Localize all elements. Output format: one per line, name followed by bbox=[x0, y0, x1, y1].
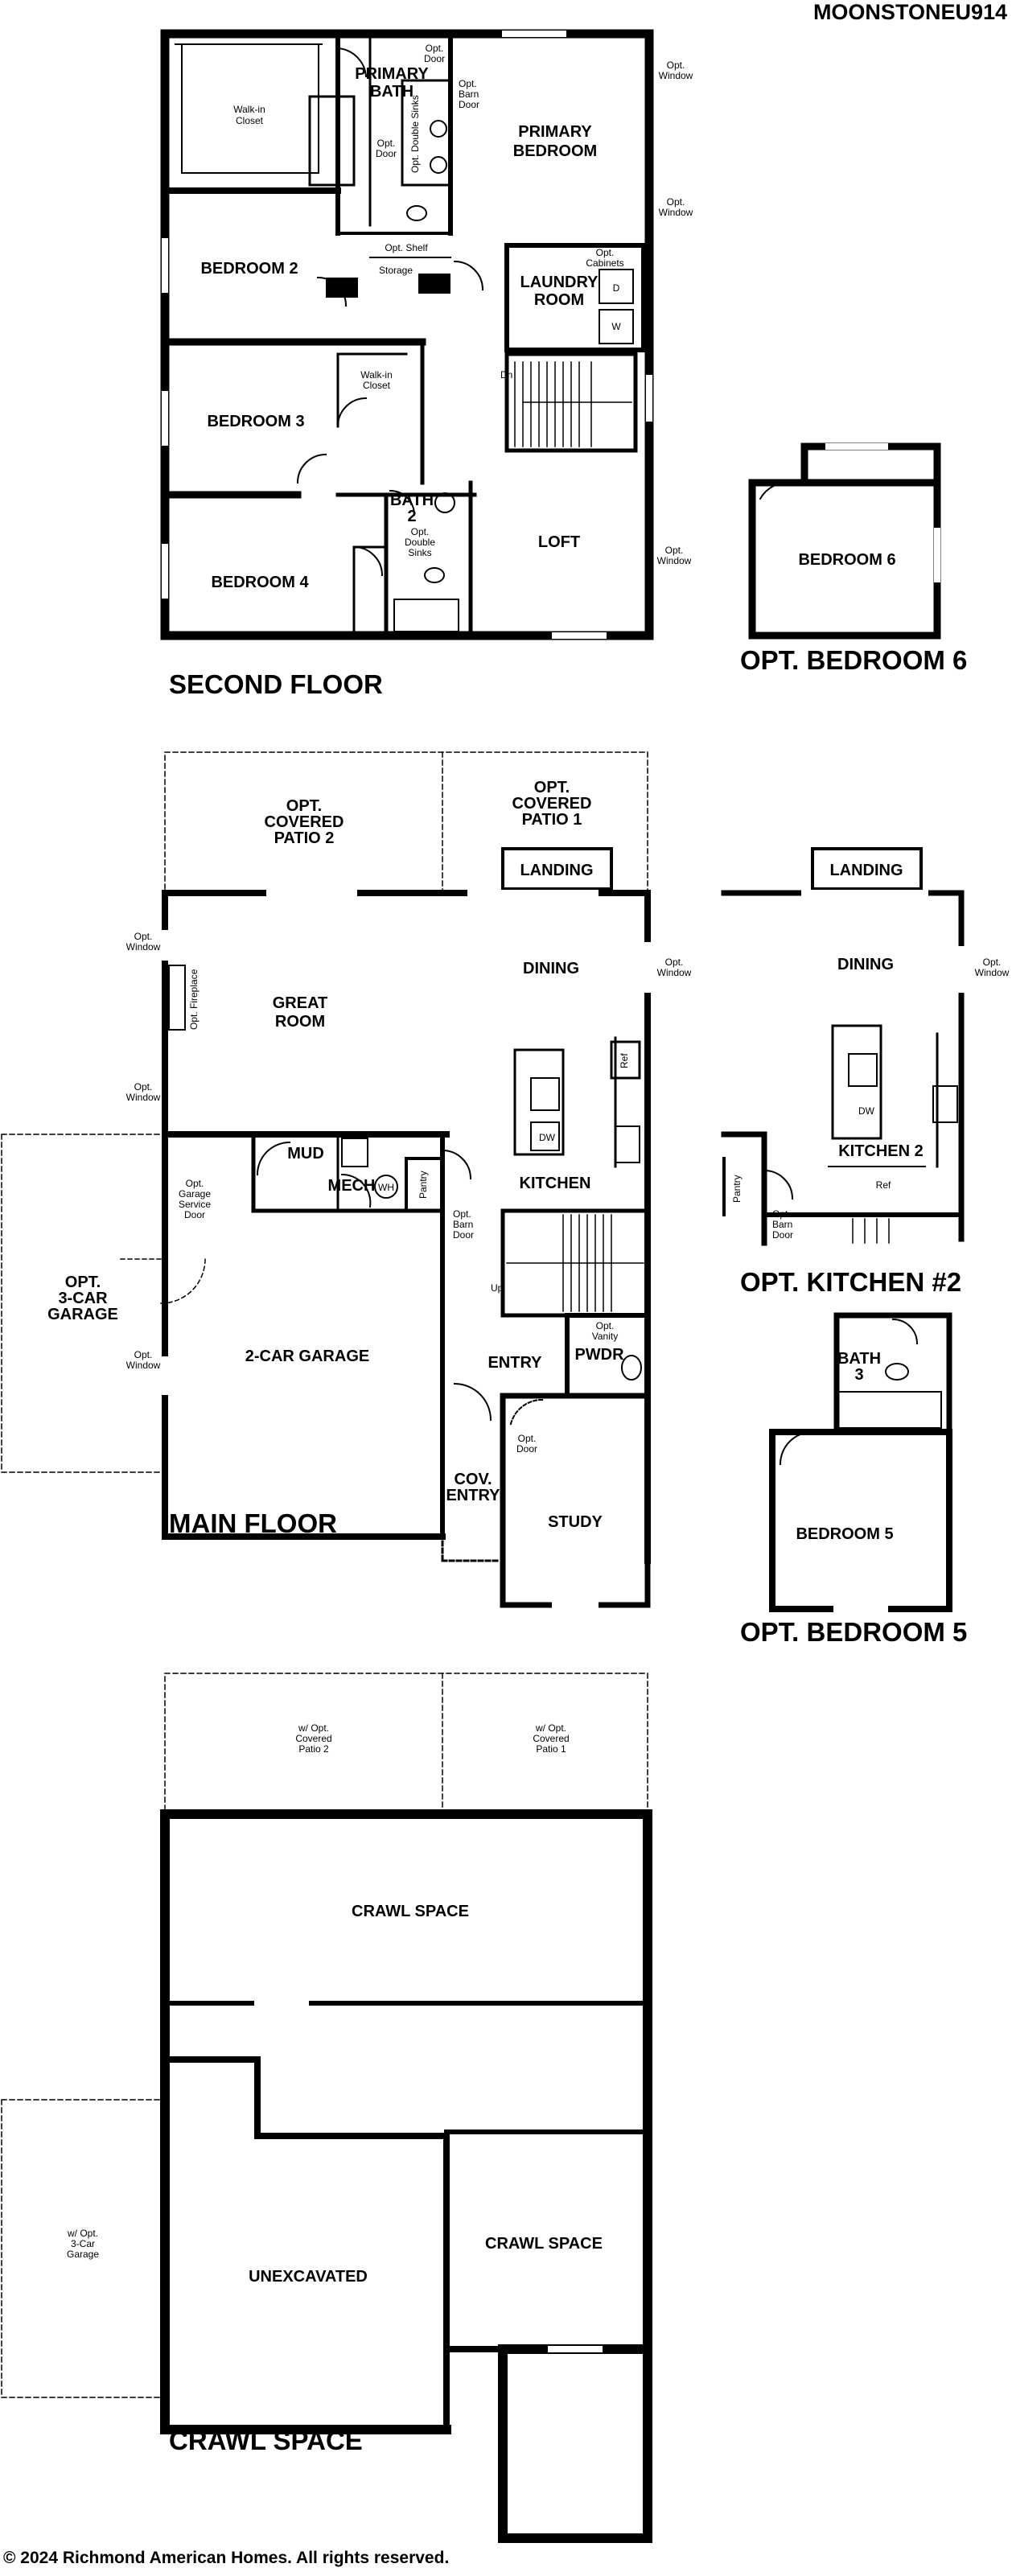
dn-label: Dn bbox=[500, 369, 512, 381]
mech-label: MECH bbox=[328, 1177, 376, 1195]
landing-label: LANDING bbox=[520, 862, 593, 879]
kitchen-2-label: KITCHEN 2 bbox=[838, 1142, 924, 1160]
crawl-space-top-label: CRAWL SPACE bbox=[352, 1903, 469, 1920]
dw-label: DW bbox=[539, 1132, 556, 1143]
study-label: STUDY bbox=[548, 1513, 603, 1531]
opt-door-top-label: Opt.Door bbox=[424, 43, 445, 64]
opt-window-garage-label: Opt.Window bbox=[126, 1349, 161, 1371]
opt-window-left-1-label: Opt.Window bbox=[126, 931, 161, 953]
opt-kitchen-landing-label: LANDING bbox=[829, 862, 903, 879]
cov-entry-label: COV.ENTRY bbox=[446, 1471, 500, 1504]
opt-shelf-label: Opt. Shelf bbox=[385, 242, 428, 253]
section-main-floor: MAIN FLOOR bbox=[169, 1508, 337, 1538]
unexcavated-label: UNEXCAVATED bbox=[249, 2268, 368, 2286]
opt-window-3-label: Opt.Window bbox=[657, 545, 692, 566]
opt-door-label: Opt.Door bbox=[376, 138, 397, 159]
opt-kitchen-dining-label: DINING bbox=[837, 956, 894, 973]
opt-vanity-label: Opt.Vanity bbox=[592, 1320, 618, 1342]
mud-label: MUD bbox=[287, 1145, 324, 1162]
crawl-space-right-label: CRAWL SPACE bbox=[485, 2235, 603, 2253]
opt-window-left-2-label: Opt.Window bbox=[126, 1081, 161, 1103]
section-opt-bedroom-5: OPT. BEDROOM 5 bbox=[740, 1617, 967, 1647]
opt-bedroom-6-walls bbox=[748, 442, 941, 640]
pwdr-label: PWDR bbox=[574, 1346, 624, 1364]
main-floor-walls bbox=[1, 751, 651, 1608]
crawl-space-walls bbox=[1, 1673, 652, 2543]
bedroom-2-label: BEDROOM 2 bbox=[200, 260, 298, 278]
loft-label: LOFT bbox=[538, 533, 580, 551]
kitchen-label: KITCHEN bbox=[520, 1175, 591, 1192]
second-floor-walls bbox=[160, 29, 654, 640]
dining-label: DINING bbox=[523, 960, 579, 977]
copyright: © 2024 Richmond American Homes. All righ… bbox=[3, 2549, 450, 2567]
opt-window-2-label: Opt.Window bbox=[659, 196, 693, 218]
section-second-floor: SECOND FLOOR bbox=[169, 669, 383, 699]
opt-kitchen-dw-label: DW bbox=[858, 1105, 875, 1117]
storage-label: Storage bbox=[379, 265, 413, 276]
section-opt-kitchen-2: OPT. KITCHEN #2 bbox=[740, 1267, 961, 1297]
opt-door-main-label: Opt.Door bbox=[516, 1433, 537, 1455]
wh-label: WH bbox=[378, 1182, 394, 1193]
dryer-label: D bbox=[613, 282, 620, 294]
section-opt-bedroom-6: OPT. BEDROOM 6 bbox=[740, 645, 967, 675]
two-car-garage-label: 2-CAR GARAGE bbox=[245, 1348, 369, 1365]
up-label: Up bbox=[491, 1282, 504, 1294]
opt-kitchen-ref-label: Ref bbox=[876, 1179, 891, 1191]
opt-window-right-label: Opt.Window bbox=[657, 957, 692, 978]
bedroom-4-label: BEDROOM 4 bbox=[211, 574, 309, 591]
bedroom-5-label: BEDROOM 5 bbox=[796, 1525, 893, 1543]
entry-label: ENTRY bbox=[487, 1354, 542, 1372]
section-crawl-space: CRAWL SPACE bbox=[169, 2426, 363, 2455]
opt-kitchen-2-walls bbox=[721, 847, 965, 1246]
opt-kitchen-window-label: Opt.Window bbox=[975, 957, 1010, 978]
bedroom-6-label: BEDROOM 6 bbox=[798, 551, 895, 569]
opt-double-sinks-label: Opt. Double Sinks bbox=[409, 95, 421, 173]
bedroom-3-label: BEDROOM 3 bbox=[207, 413, 304, 430]
opt-cabinets-label: Opt.Cabinets bbox=[586, 247, 623, 269]
opt-kitchen-pantry-label: Pantry bbox=[731, 1175, 743, 1203]
ref-label: Ref bbox=[619, 1053, 630, 1068]
model-code: MOONSTONEU914 bbox=[812, 0, 1007, 24]
washer-label: W bbox=[611, 321, 621, 332]
opt-window-1-label: Opt.Window bbox=[659, 60, 693, 81]
pantry-label: Pantry bbox=[418, 1171, 429, 1199]
opt-fireplace-label: Opt. Fireplace bbox=[188, 969, 200, 1030]
opt-bedroom-5-walls bbox=[769, 1312, 952, 1612]
